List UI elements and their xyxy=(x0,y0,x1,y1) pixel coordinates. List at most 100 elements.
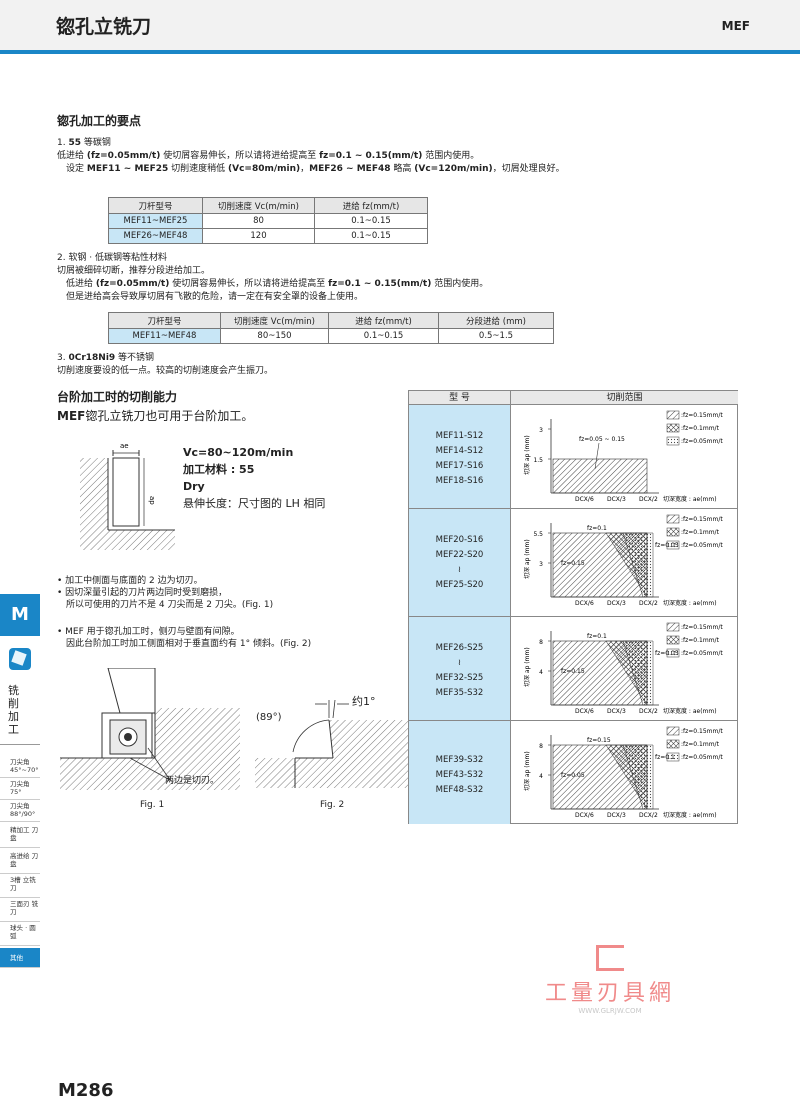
table-cell: MEF11~MEF48 xyxy=(108,328,221,344)
logo-text: 工量刃具網 xyxy=(544,981,675,1006)
legend-label: :fz=0.05mm/t xyxy=(681,438,723,445)
series-code: MEF xyxy=(721,19,750,33)
legend-label: :fz=0.15mm/t xyxy=(681,516,723,523)
y-tick-label: 3 xyxy=(539,561,543,568)
range-region-low xyxy=(622,640,654,706)
y-tick-label: 1.5 xyxy=(533,457,543,464)
sidebar-item[interactable]: 刀尖角 75° xyxy=(0,780,40,800)
x-axis-label: 切深宽度 : ae(mm) xyxy=(663,599,717,607)
col-model: 型 号 xyxy=(409,391,511,405)
fig2-drawing xyxy=(255,699,415,788)
sidebar-item[interactable]: 3槽 立铣刀 xyxy=(0,876,40,898)
legend-label: :fz=0.05mm/t xyxy=(681,650,723,657)
x-tick-label: DCX/2 xyxy=(639,812,658,819)
model-group-1: MEF11-S12 MEF14-S12 MEF17-S16 MEF18-S16 xyxy=(409,405,511,509)
range-annotation: fz=0.15 xyxy=(561,560,585,567)
range-annotation: fz=0.1 xyxy=(587,633,607,640)
y-tick-label: 8 xyxy=(539,743,543,750)
step-intro: MEF锪孔立铣刀也可用于台阶加工。 xyxy=(57,409,254,423)
annotation-leader xyxy=(594,442,600,470)
legend-swatch xyxy=(666,514,680,524)
bullet-line: 因此台阶加工时加工侧面相对于垂直面约有 1° 倾斜。(Fig. 2) xyxy=(66,639,312,649)
section-title-step: 台阶加工时的切削能力 xyxy=(57,390,178,404)
legend-swatch xyxy=(666,648,680,658)
y-tick-label: 3 xyxy=(539,427,543,434)
table-header: 进给 fz(mm/t) xyxy=(328,312,439,329)
range-annotation: fz=0.1 xyxy=(655,754,675,761)
legend-swatch xyxy=(666,436,680,446)
x-tick-label: DCX/2 xyxy=(639,496,658,503)
y-tick-label: 4 xyxy=(539,669,543,676)
table-cell: 0.5~1.5 xyxy=(438,328,554,344)
legend-swatch xyxy=(666,739,680,749)
sidebar-item[interactable]: 三面刃 铣刀 xyxy=(0,900,40,922)
page-title: 锪孔立铣刀 xyxy=(56,16,152,38)
legend-swatch xyxy=(666,540,680,550)
range-region-low xyxy=(622,532,654,598)
legend-label: :fz=0.15mm/t xyxy=(681,728,723,735)
cutting-range-table: 型 号 切削范围 MEF11-S12 MEF14-S12 MEF17-S16 M… xyxy=(408,390,738,824)
fig1-label: Fig. 1 xyxy=(140,800,165,810)
bullet-list-2: • MEF 用于锪孔加工时，侧刃与壁面有间隙。 因此台阶加工时加工侧面相对于垂直… xyxy=(57,626,311,650)
y-axis-label: 切深 ap (mm) xyxy=(523,539,531,579)
legend-swatch xyxy=(666,423,680,433)
col-range: 切削范围 xyxy=(511,391,738,405)
fig2-angle: (89°) xyxy=(256,712,282,723)
x-tick-label: DCX/3 xyxy=(607,496,626,503)
bullet-line: • 加工中侧面与底面的 2 边为切刃。 xyxy=(57,576,203,586)
sidebar-vertical-label: 铣削加工 xyxy=(8,684,19,736)
table-cell: 0.1~0.15 xyxy=(328,328,439,344)
x-axis-label: 切深宽度 : ae(mm) xyxy=(663,707,717,715)
item2-title: 2. 软钢 · 低碳钢等粘性材料 xyxy=(57,253,168,263)
range-annotation: fz=0.1 xyxy=(587,525,607,532)
x-tick-label: DCX/6 xyxy=(575,708,594,715)
item2-line2: 低进给 (fz=0.05mm/t) 使切屑容易伸长，所以请将进给提高至 fz=0… xyxy=(66,279,489,289)
sidebar-item[interactable]: 球头 · 圆弧 xyxy=(0,924,40,946)
x-axis-label: 切深宽度 : ae(mm) xyxy=(663,811,717,819)
x-tick-label: DCX/6 xyxy=(575,496,594,503)
header-rule xyxy=(0,50,800,54)
item1-line1: 低进给 (fz=0.05mm/t) 使切屑容易伸长，所以请将进给提高至 fz=0… xyxy=(57,151,480,161)
table-row: MEF26~MEF48 120 0.1~0.15 xyxy=(108,228,428,244)
table-cell: MEF11~MEF25 xyxy=(108,213,203,229)
fig1-drawing xyxy=(60,668,240,790)
item2-line3: 但是进给高会导致厚切屑有飞散的危险，请一定在有安全罩的设备上使用。 xyxy=(66,292,364,302)
step-conditions: Vc=80~120m/min 加工材料 : 55 Dry 悬伸长度：尺寸图的 L… xyxy=(183,444,325,512)
y-tick-label: 5.5 xyxy=(533,531,543,538)
sidebar-item[interactable]: 刀尖角 88°/90° xyxy=(0,802,40,822)
item3-title: 3. 0Cr18Ni9 等不锈钢 xyxy=(57,353,155,363)
y-tick-label: 4 xyxy=(539,773,543,780)
section-title-points: 锪孔加工的要点 xyxy=(57,114,142,128)
section-tab-m[interactable]: M xyxy=(0,594,40,636)
table-row: MEF11~MEF25 80 0.1~0.15 xyxy=(108,213,428,229)
sidebar-item[interactable]: 精加工 刀盘 xyxy=(0,826,40,848)
table-header: 切削速度 Vc(m/min) xyxy=(220,312,329,329)
sidebar-item[interactable]: 刀尖角 45°~70° xyxy=(0,758,40,778)
item2-line1: 切屑被细碎切断，推荐分段进给加工。 xyxy=(57,266,211,276)
fig2-note: 约1° xyxy=(352,695,376,708)
fig1-note: 两边是切刃。 xyxy=(165,776,220,786)
bullet-line: • 因切深量引起的刀片两边同时受到磨损， xyxy=(57,588,228,598)
table-header: 刀杆型号 xyxy=(108,312,221,329)
sidebar-item[interactable]: 高进给 刀盘 xyxy=(0,852,40,874)
x-tick-label: DCX/3 xyxy=(607,600,626,607)
legend-label: :fz=0.15mm/t xyxy=(681,624,723,631)
table-cell: 80 xyxy=(202,213,315,229)
legend-label: :fz=0.1mm/t xyxy=(681,741,720,748)
fig2-label: Fig. 2 xyxy=(320,800,345,810)
x-tick-label: DCX/6 xyxy=(575,812,594,819)
page-number: M286 xyxy=(58,1080,114,1101)
sidebar-item-active[interactable]: 其他 xyxy=(0,948,40,968)
x-tick-label: DCX/2 xyxy=(639,600,658,607)
cond-coolant: Dry xyxy=(183,480,205,493)
bullet-list-1: • 加工中侧面与底面的 2 边为切刃。 • 因切深量引起的刀片两边同时受到磨损，… xyxy=(57,575,273,611)
x-tick-label: DCX/2 xyxy=(639,708,658,715)
table-cell: 0.1~0.15 xyxy=(314,228,428,244)
legend-label: :fz=0.05mm/t xyxy=(681,754,723,761)
logo-url: WWW.GLRJW.COM xyxy=(578,1007,642,1015)
bullet-line: 所以可使用的刀片不是 4 刀尖而是 2 刀尖。(Fig. 1) xyxy=(66,600,274,610)
range-annotation: fz=0.15 xyxy=(561,668,585,675)
model-group-4: MEF39-S32 MEF43-S32 MEF48-S32 xyxy=(409,721,511,824)
table-cell: MEF26~MEF48 xyxy=(108,228,203,244)
